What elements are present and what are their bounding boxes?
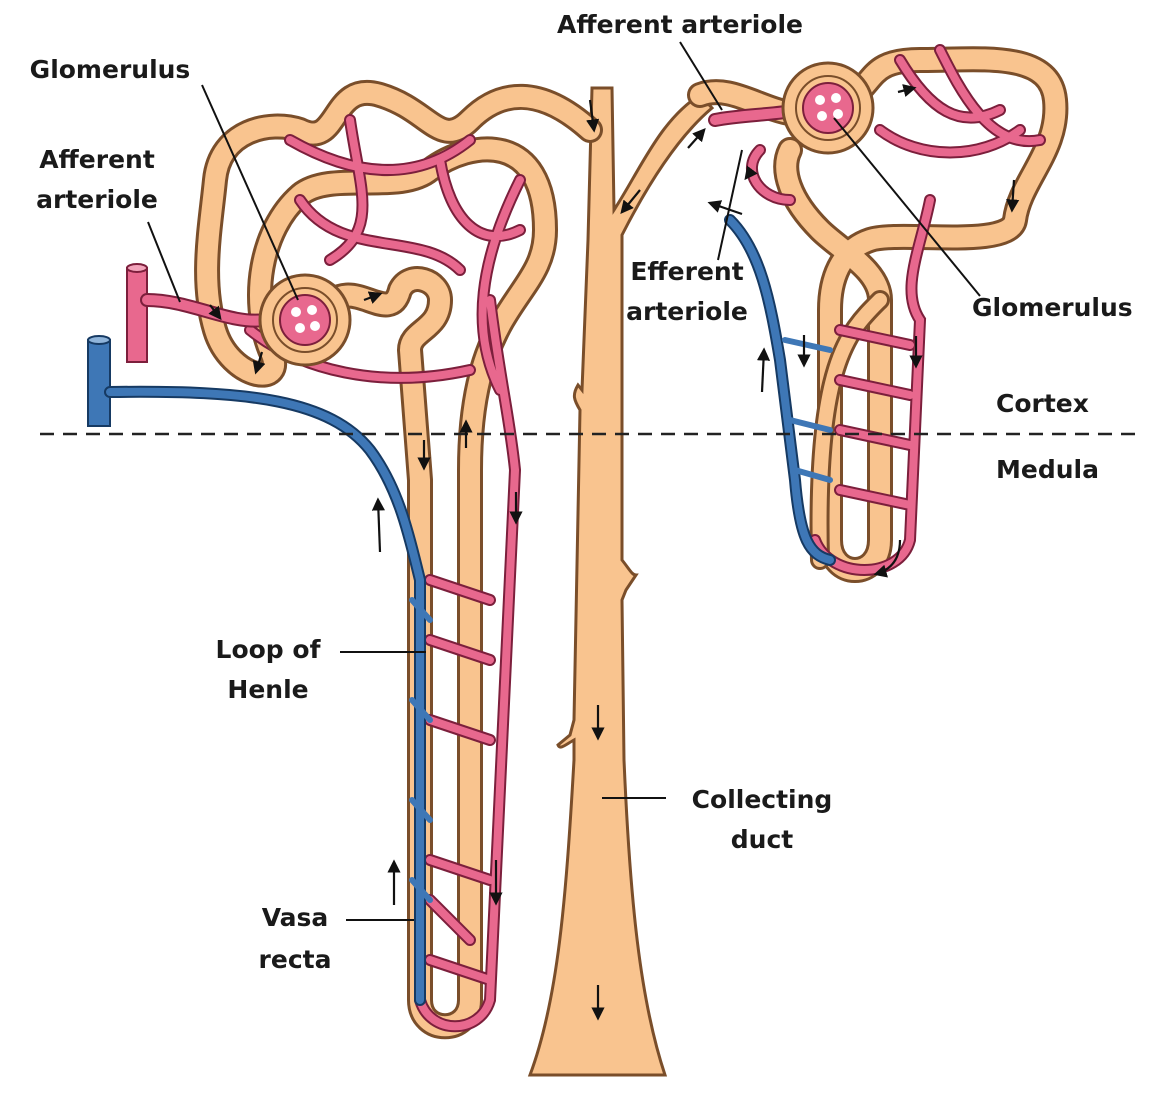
left-tubule xyxy=(207,93,590,1026)
right-glomerulus xyxy=(783,63,873,153)
label-glomerulus-right: Glomerulus xyxy=(972,288,1162,328)
label-medula: Medula xyxy=(996,450,1136,490)
left-glomerulus xyxy=(260,275,350,365)
label-vasa-line2: recta xyxy=(240,940,350,980)
label-afferent-left-line2: arteriole xyxy=(12,180,182,220)
label-loop-line1: Loop of xyxy=(198,630,338,670)
label-vasa-line1: Vasa xyxy=(240,898,350,938)
label-collecting-line1: Collecting xyxy=(672,780,852,820)
label-loop-line2: Henle xyxy=(198,670,338,710)
label-cortex: Cortex xyxy=(996,384,1136,424)
label-glomerulus-left: Glomerulus xyxy=(10,50,210,90)
label-afferent-left-line1: Afferent xyxy=(12,140,182,180)
leader-lines xyxy=(148,42,980,920)
label-afferent-top: Afferent arteriole xyxy=(520,5,840,45)
label-collecting-line2: duct xyxy=(672,820,852,860)
leader-efferent xyxy=(718,150,742,260)
leader-afferent-left xyxy=(148,222,180,302)
label-efferent-line1: Efferent xyxy=(612,252,762,292)
label-efferent-line2: arteriole xyxy=(612,292,762,332)
